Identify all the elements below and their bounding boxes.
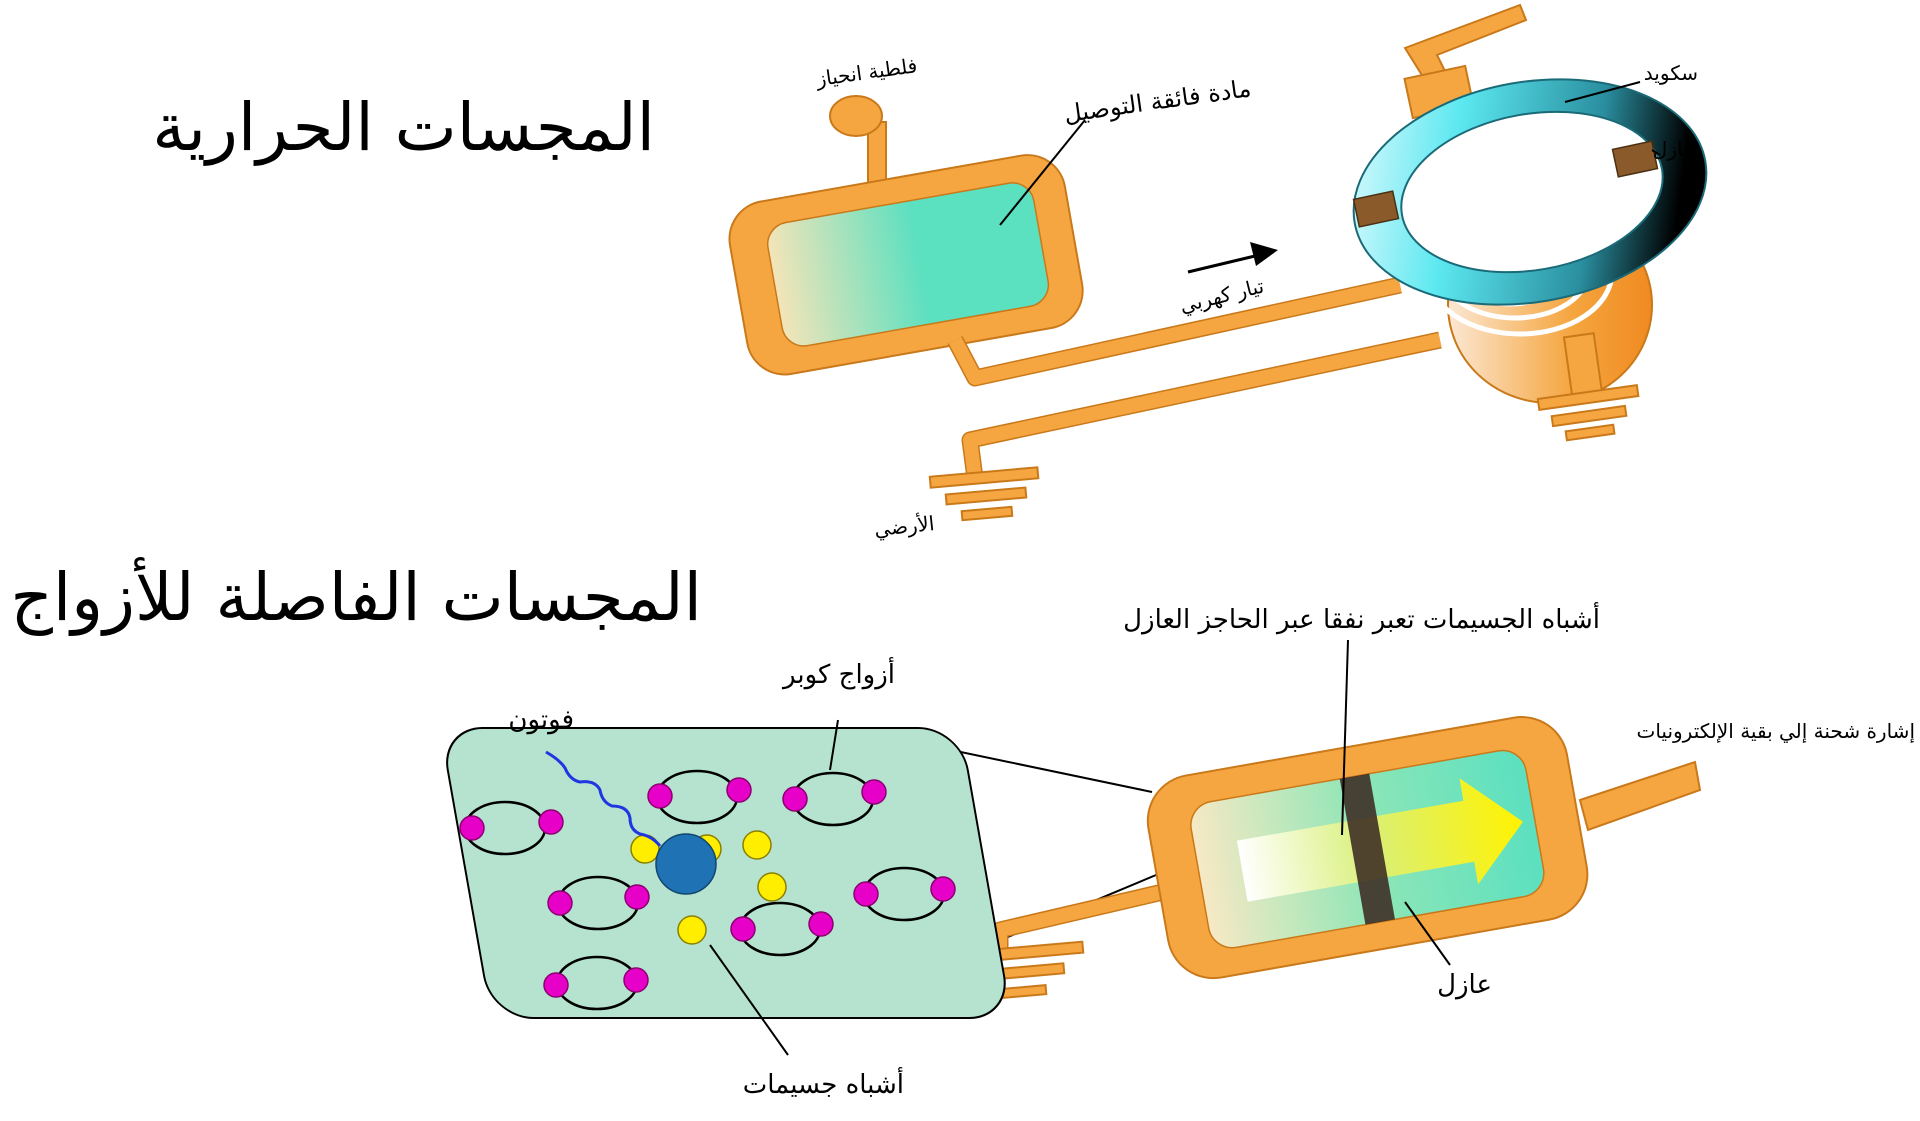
stj-device (1146, 716, 1589, 980)
thermal-sensor-group: فلطية انحياز مادة فائقة التوصيل تيار كهر… (728, 3, 1708, 542)
cooper-pair (782, 771, 887, 827)
cooper-pairs (459, 769, 956, 1011)
josephson-junction-right (1611, 140, 1659, 178)
stj-insulator-leader (1404, 901, 1451, 966)
ground-symbol-left (928, 466, 1040, 522)
squid-label: سكويد (1644, 61, 1698, 85)
pair-insulator-label: عازل (1437, 970, 1492, 1000)
tunneling-leader (1341, 639, 1349, 836)
thermal-sensors-title: المجسات الحرارية (152, 89, 655, 166)
cooper-pair (853, 866, 956, 922)
superconducting-film (766, 182, 1050, 347)
cooper-pairs-label: أزواج كوبر (781, 656, 895, 690)
quasiparticles-label: أشباه جسيمات (743, 1066, 904, 1100)
wire-lower (963, 333, 1442, 479)
quasiparticles-leader (709, 944, 789, 1056)
superconductor-label: مادة فائقة التوصيل (1062, 74, 1253, 128)
wire-upper (948, 278, 1402, 385)
squid-ring (1352, 78, 1708, 306)
stj-insulator-barrier (1339, 773, 1395, 925)
thermal-insulator-label: عازل (1653, 137, 1695, 161)
signal-label: إشارة شحنة إلي بقية الإلكترونيات (1636, 719, 1915, 744)
photon-label: فوتون (508, 705, 574, 735)
cooper-pair (543, 955, 649, 1011)
ground-symbol-right (1536, 383, 1640, 442)
cooper-pair (647, 769, 752, 825)
cooper-pair (459, 800, 564, 856)
current-arrow (1187, 242, 1278, 274)
photon-wave (545, 750, 662, 847)
bias-voltage-knob (829, 95, 883, 137)
bias-voltage-label: فلطية انحياز (814, 53, 919, 91)
photon-absorption-dot (655, 833, 717, 895)
cooper-pair (547, 875, 650, 931)
ground-label: الأرضي (873, 511, 936, 542)
signal-output-lead (1578, 760, 1702, 832)
pair-breaking-sensors-title: المجسات الفاصلة للأزواج (10, 556, 702, 636)
josephson-junction-left (1352, 190, 1400, 228)
squid-leader (1564, 81, 1641, 103)
insulator-leader (1651, 149, 1661, 156)
quasiparticles (630, 830, 787, 945)
superconductor-leader (999, 119, 1086, 226)
pair-breaking-sensor-group: أشباه الجسيمات تعبر نفقا عبر الحاجز العا… (446, 601, 1915, 1100)
cooper-pairs-leader (829, 719, 839, 771)
pair-wire (993, 881, 1182, 955)
cooper-pair (730, 901, 834, 957)
superconductor-chip (728, 154, 1084, 376)
tunneling-label: أشباه الجسيمات تعبر نفقا عبر الحاجز العا… (1123, 601, 1600, 635)
